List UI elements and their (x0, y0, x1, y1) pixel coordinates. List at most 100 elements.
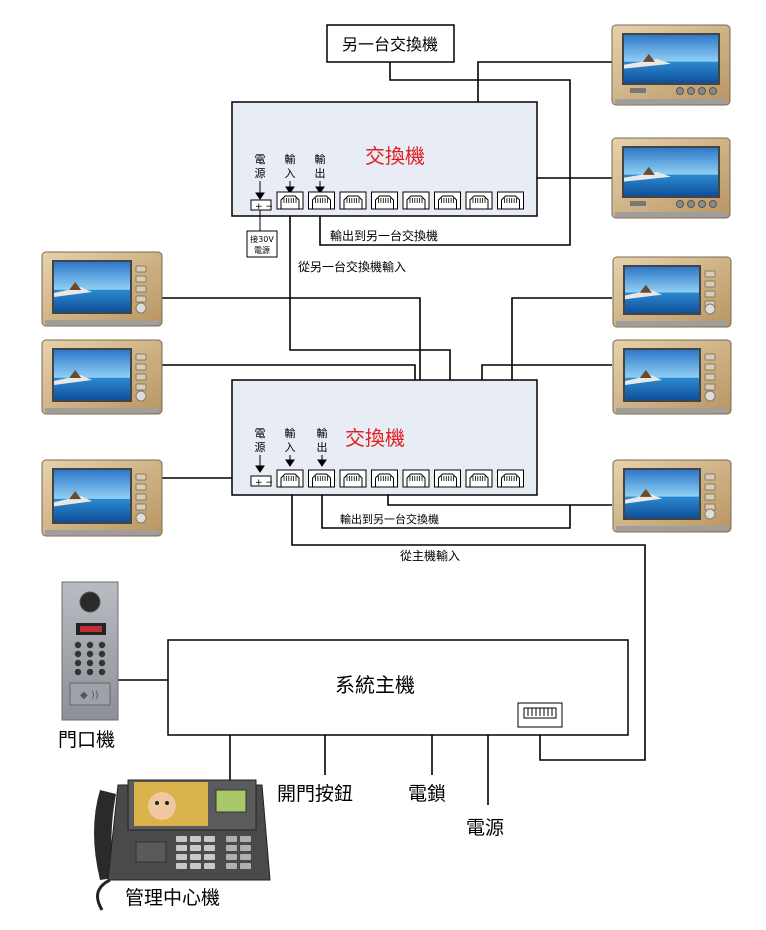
door-key (74, 650, 82, 658)
svg-text:源: 源 (255, 440, 266, 454)
wires (118, 61, 646, 805)
switch-top-port-6 (434, 191, 461, 210)
phone-key (226, 863, 237, 869)
indoor-monitor-icon (612, 256, 732, 328)
switch-bottom-port-4 (371, 469, 398, 488)
switch-bottom: 交換機 電 源 輸 入 輸 出 + − (231, 379, 538, 496)
phone-key (176, 845, 187, 851)
host-title: 系統主機 (335, 673, 415, 697)
switch-top-power-terminal (250, 199, 272, 211)
switch-bottom-port-6 (434, 469, 461, 488)
switch-top-title: 交換機 (365, 144, 425, 168)
switch-bottom-output-link: 輸出到另一台交換機 (340, 512, 439, 526)
switch-bottom-power-terminal (250, 475, 272, 487)
switch-top-power-label-1: 電 (255, 153, 266, 166)
card-reader (135, 841, 167, 863)
svg-text:電: 電 (255, 427, 266, 440)
indoor-monitor-icon (41, 251, 163, 327)
link-from-host: 從主機輸入 (400, 548, 460, 563)
other-switch-label: 另一台交換機 (342, 35, 438, 54)
switch-top-power-label-2: 源 (255, 166, 266, 180)
phone-key (240, 863, 251, 869)
switch-top-output-label-1: 輸 (315, 152, 326, 166)
rj45-port-icon (517, 702, 563, 728)
switch-top: 交換機 電 源 輸 入 輸 出 + − 接30V 電源 (231, 101, 538, 258)
power-label: 電源 (466, 817, 504, 839)
switch-top-input-label-2: 入 (285, 167, 296, 180)
switch-bottom-port-5 (402, 469, 430, 488)
door-key (98, 668, 106, 676)
svg-text:◆ )): ◆ )) (80, 690, 99, 701)
switch-top-port-4 (371, 191, 398, 210)
svg-text:出: 出 (317, 440, 328, 454)
switch-top-ports (276, 191, 524, 210)
switch-bottom-port-3 (339, 469, 367, 488)
phone-key (190, 854, 201, 860)
unlock-button-label: 開門按鈕 (277, 783, 353, 805)
phone-key (204, 845, 215, 851)
phone-key (204, 854, 215, 860)
phone-key (176, 863, 187, 869)
door-key (74, 659, 82, 667)
svg-text:輸: 輸 (317, 426, 328, 440)
door-key (86, 641, 94, 649)
phone-key (190, 863, 201, 869)
phone-key (204, 836, 215, 842)
switch-top-output-label-2: 出 (315, 166, 326, 180)
indoor-monitor-icon (612, 339, 732, 415)
phone-key (190, 845, 201, 851)
switch-top-port-8 (497, 191, 524, 210)
switch-bottom-port-1 (276, 469, 304, 488)
desk-phone-icon (94, 779, 271, 911)
svg-text:入: 入 (285, 441, 296, 454)
phone-key (204, 863, 215, 869)
svg-text:電源: 電源 (254, 246, 270, 255)
switch-bottom-port-2 (308, 469, 335, 488)
phone-key (240, 854, 251, 860)
door-station-label: 門口機 (58, 729, 115, 751)
indoor-monitor-icon (41, 339, 163, 415)
svg-text:+ −: + − (255, 478, 273, 488)
indoor-monitor-icon (611, 137, 731, 219)
door-key (86, 668, 94, 676)
door-key (98, 659, 106, 667)
door-key (86, 650, 94, 658)
door-key (98, 650, 106, 658)
indoor-monitors (41, 24, 732, 537)
door-key (74, 641, 82, 649)
indoor-monitor-icon (41, 459, 163, 537)
system-host: 系統主機 (167, 639, 629, 736)
door-key (86, 659, 94, 667)
indoor-monitor-icon (611, 24, 731, 106)
phone-key (240, 845, 251, 851)
phone-key (240, 836, 251, 842)
switch-top-port-2 (308, 191, 335, 210)
switch-top-input-label-1: 輸 (285, 152, 296, 166)
svg-text:輸: 輸 (285, 426, 296, 440)
phone-key (226, 845, 237, 851)
link-between-switches: 從另一台交換機輸入 (298, 259, 406, 274)
switch-bottom-port-7 (465, 469, 493, 488)
other-switch-box: 另一台交換機 (326, 24, 455, 63)
switch-top-port-7 (465, 191, 493, 210)
switch-bottom-port-8 (497, 469, 524, 488)
phone-key (226, 836, 237, 842)
svg-text:+ −: + − (255, 202, 273, 212)
phone-key (176, 854, 187, 860)
svg-text:接30V: 接30V (250, 234, 274, 244)
switch-top-port-1 (276, 191, 304, 210)
management-center-label: 管理中心機 (125, 887, 220, 909)
electric-lock-label: 電鎖 (408, 783, 446, 805)
switch-bottom-title: 交換機 (345, 426, 405, 450)
phone-key (190, 836, 201, 842)
switch-top-port-5 (402, 191, 430, 210)
phone-key (176, 836, 187, 842)
door-station-icon: ◆ )) (61, 581, 119, 721)
switch-bottom-ports (276, 469, 524, 488)
door-key (74, 668, 82, 676)
switch-top-output-link: 輸出到另一台交換機 (330, 228, 438, 243)
phone-key (226, 854, 237, 860)
switch-top-port-3 (339, 191, 367, 210)
door-key (98, 641, 106, 649)
